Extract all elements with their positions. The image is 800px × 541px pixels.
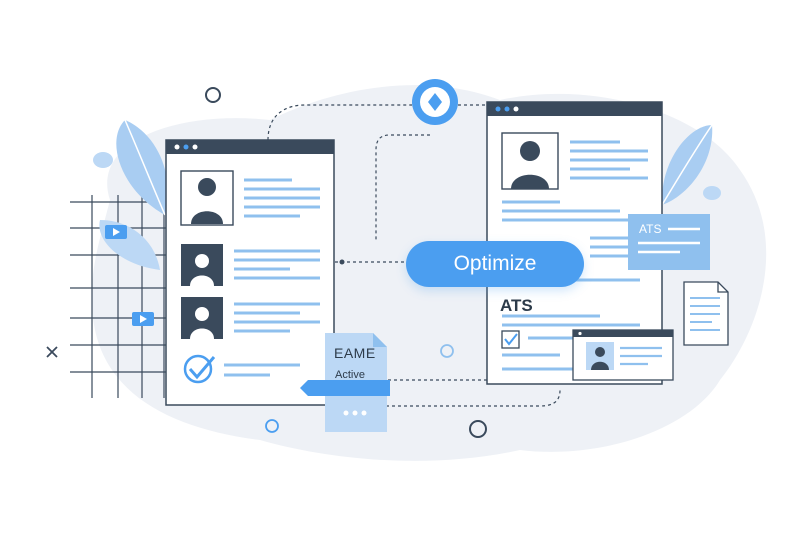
- user-avatar-icon: [586, 342, 614, 370]
- close-icon: [46, 346, 58, 358]
- ats-card-label: ATS: [639, 222, 662, 236]
- more-dots-icon: [343, 410, 367, 416]
- check-icon: [501, 330, 520, 349]
- profile-card-small: [572, 329, 674, 381]
- diamond-icon: [412, 79, 458, 125]
- decor-circle: [265, 419, 279, 433]
- optimize-button[interactable]: Optimize: [406, 241, 584, 287]
- tag-status: Active: [335, 369, 365, 381]
- ats-card: [628, 214, 710, 270]
- tag-document: [300, 333, 390, 432]
- user-avatar-icon: [180, 170, 234, 226]
- user-avatar-icon: [181, 297, 223, 339]
- document-icon: [683, 281, 729, 346]
- user-avatar-icon: [181, 244, 223, 286]
- decor-circle: [205, 87, 221, 103]
- ats-label: ATS: [500, 296, 533, 315]
- leaf-decoration-right: [661, 124, 721, 206]
- user-avatar-icon: [501, 132, 559, 190]
- tag-title: EAME: [334, 345, 376, 361]
- play-icon: [132, 312, 154, 326]
- dashed-connectors: [267, 104, 561, 407]
- decor-circle: [440, 344, 454, 358]
- connector-dot: [339, 259, 345, 265]
- resume-window-left: [165, 139, 335, 406]
- decor-circle: [469, 420, 487, 438]
- check-icon: [183, 354, 216, 384]
- play-icon: [105, 225, 127, 239]
